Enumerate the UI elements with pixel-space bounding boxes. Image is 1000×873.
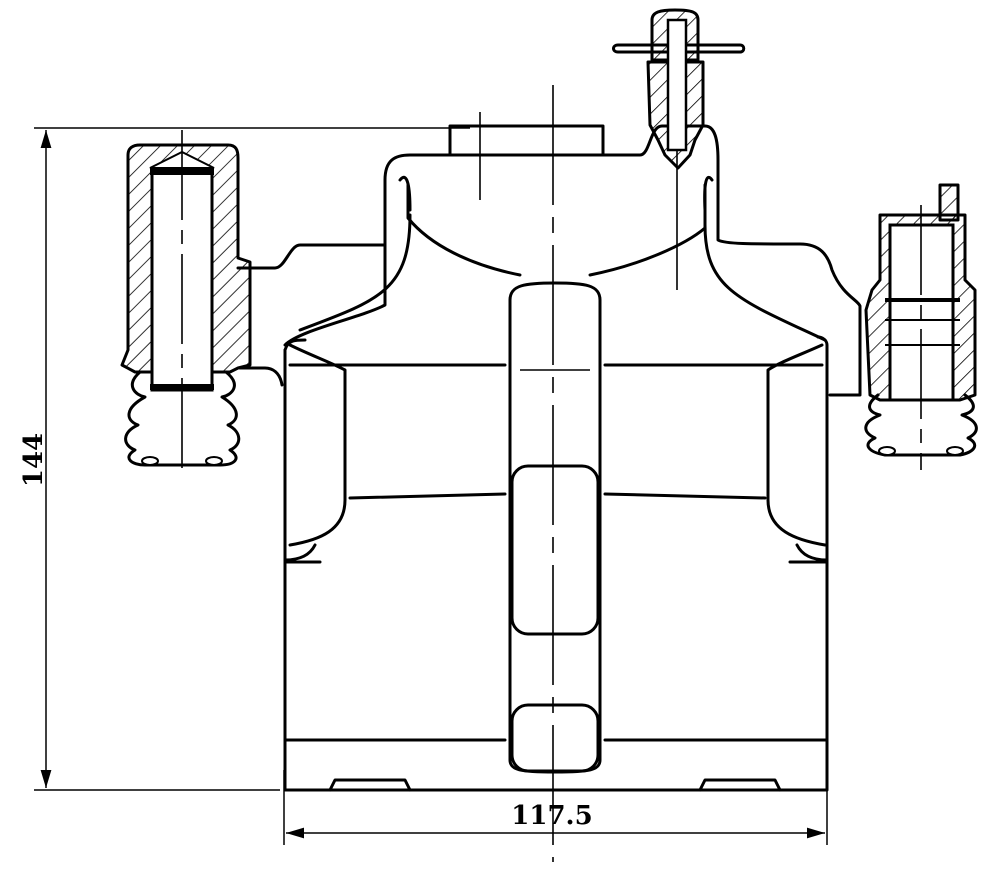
right-shoulder [703, 223, 827, 342]
left-boot-ring-left [141, 456, 159, 466]
left-foot [328, 778, 412, 792]
width-label: 117.5 [511, 801, 592, 831]
left-ear-lower [238, 366, 284, 387]
width-dimension: 117.5 [283, 770, 828, 845]
left-window [288, 343, 347, 547]
left-step [283, 543, 317, 562]
main-block-topleft [283, 338, 307, 352]
right-step [795, 543, 829, 562]
height-dimension: 144 [19, 127, 470, 791]
height-label: 144 [19, 433, 49, 487]
left-boot-ring-right [205, 456, 223, 466]
top-boss [448, 124, 605, 157]
main-block-outline [283, 335, 829, 792]
left-shoulder [298, 213, 412, 332]
inner-left-rib [398, 176, 412, 212]
inner-arch [406, 183, 707, 277]
bleed-bore [666, 18, 688, 152]
right-window [766, 343, 827, 547]
caliper-body [236, 124, 862, 792]
right-boot-ring-right [946, 446, 964, 456]
bleed-screw [612, 8, 746, 170]
housing-outline [283, 124, 862, 397]
right-pin-boot [864, 393, 978, 457]
central-rib [508, 281, 602, 774]
center-lines [181, 85, 922, 862]
block-line-mid-right [603, 492, 767, 500]
block-line-mid-left [348, 492, 507, 500]
bleed-cap-rim [612, 43, 746, 54]
central-lower-window [510, 703, 600, 773]
right-foot [698, 778, 782, 792]
left-ear [236, 243, 387, 270]
left-guide-pin [120, 143, 252, 467]
central-window [510, 464, 600, 636]
right-boot-ring-left [878, 446, 896, 456]
inner-right-rib [703, 176, 714, 212]
